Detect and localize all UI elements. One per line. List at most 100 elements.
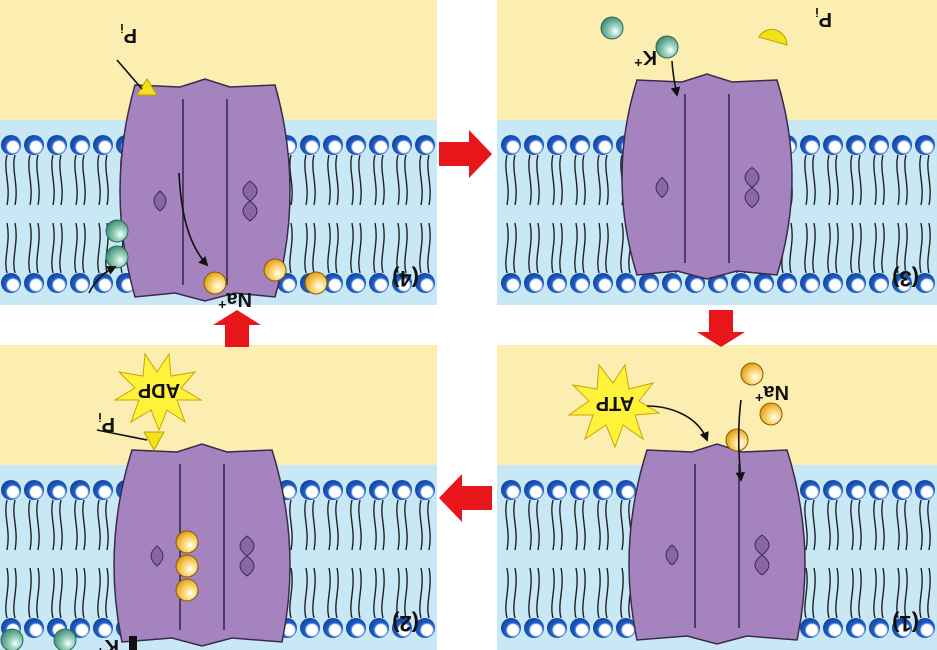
lipid-tail [551, 499, 555, 551]
lipid-head [547, 135, 567, 155]
lipid-tail [28, 222, 32, 274]
lipid-tail [804, 154, 808, 206]
lipid-tail [536, 154, 540, 206]
na-ion [175, 530, 199, 554]
lipid-tail [5, 499, 9, 551]
lipid-head [524, 273, 544, 293]
step-label: (1) [892, 611, 919, 636]
lipid-tail [582, 567, 586, 619]
lipid-tail [574, 154, 578, 206]
lipid-head [93, 135, 113, 155]
lipid-tail [51, 499, 55, 551]
pump-body [621, 73, 793, 280]
lipid-tail [919, 222, 923, 274]
lipid-head [823, 135, 843, 155]
arrow-2-to-3 [213, 310, 261, 347]
lipid-head [800, 273, 820, 293]
lipid-tail [513, 567, 517, 619]
lipid-head [300, 618, 320, 638]
na-ion [725, 428, 749, 452]
pi-label: Pi [815, 5, 832, 30]
na-ion [740, 362, 764, 386]
atp-label: ATP [596, 392, 635, 414]
lipid-tail [36, 222, 40, 274]
na-label: Na+ [755, 381, 789, 406]
lipid-tail [513, 154, 517, 206]
lipid-head [501, 135, 521, 155]
lipid-tail [404, 222, 408, 274]
lipid-head [392, 273, 412, 293]
lipid-tail [59, 499, 63, 551]
k-label: K+ [96, 635, 119, 650]
lipid-tail [312, 222, 316, 274]
binding-pocket [744, 166, 760, 209]
lipid-tail [381, 567, 385, 619]
lipid-tail [620, 499, 624, 551]
lipid-tail [919, 567, 923, 619]
lipid-tail [82, 499, 86, 551]
lipid-tail [827, 154, 831, 206]
lipid-tail [373, 499, 377, 551]
lipid-tail [289, 222, 293, 274]
k-ion [655, 35, 679, 59]
lipid-head [1, 480, 21, 500]
adp-burst-icon: ADP [113, 352, 203, 432]
lipid-tail [350, 499, 354, 551]
lipid-head [685, 273, 705, 293]
lipid-tail [551, 222, 555, 274]
k-ion [600, 16, 624, 40]
lipid-head [501, 273, 521, 293]
lipid-head [24, 618, 44, 638]
lipid-tail [536, 222, 540, 274]
lipid-head [70, 273, 90, 293]
lipid-tail [419, 499, 423, 551]
lipid-tail [804, 222, 808, 274]
lipid-tail [350, 222, 354, 274]
binding-pocket [665, 544, 679, 566]
lipid-tail [5, 567, 9, 619]
lipid-head [616, 480, 636, 500]
lipid-tail [919, 499, 923, 551]
lipid-head [616, 618, 636, 638]
lipid-head [869, 618, 889, 638]
lipid-tail [559, 154, 563, 206]
lipid-tail [827, 499, 831, 551]
phosphate-icon [758, 28, 788, 46]
lipid-tail [28, 567, 32, 619]
lipid-head [547, 480, 567, 500]
lipid-tail [850, 567, 854, 619]
lipid-head [547, 273, 567, 293]
lipid-head [892, 618, 912, 638]
lipid-tail [927, 154, 931, 206]
lipid-tail [812, 499, 816, 551]
lipid-tail [335, 222, 339, 274]
lipid-tail [396, 499, 400, 551]
lipid-tail [896, 567, 900, 619]
lipid-tail [896, 154, 900, 206]
lipid-tail [881, 154, 885, 206]
lipid-head [501, 480, 521, 500]
lipid-head [846, 273, 866, 293]
lipid-tail [559, 499, 563, 551]
pump-protein [119, 78, 291, 302]
na-ion [263, 258, 287, 282]
lipid-head [323, 273, 343, 293]
lipid-tail [74, 567, 78, 619]
lipid-tail [904, 499, 908, 551]
lipid-tail [873, 154, 877, 206]
lipid-tail [13, 154, 17, 206]
lipid-tail [873, 222, 877, 274]
lipid-tail [873, 567, 877, 619]
lipid-tail [597, 567, 601, 619]
na-ion [175, 554, 199, 578]
lipid-tail [373, 154, 377, 206]
lipid-tail [574, 499, 578, 551]
lipid-tail [13, 222, 17, 274]
lipid-tail [427, 154, 431, 206]
lipid-head [70, 135, 90, 155]
lipid-tail [381, 499, 385, 551]
lipid-head [846, 618, 866, 638]
lipid-head [323, 135, 343, 155]
lipid-tail [327, 222, 331, 274]
lipid-head [570, 273, 590, 293]
